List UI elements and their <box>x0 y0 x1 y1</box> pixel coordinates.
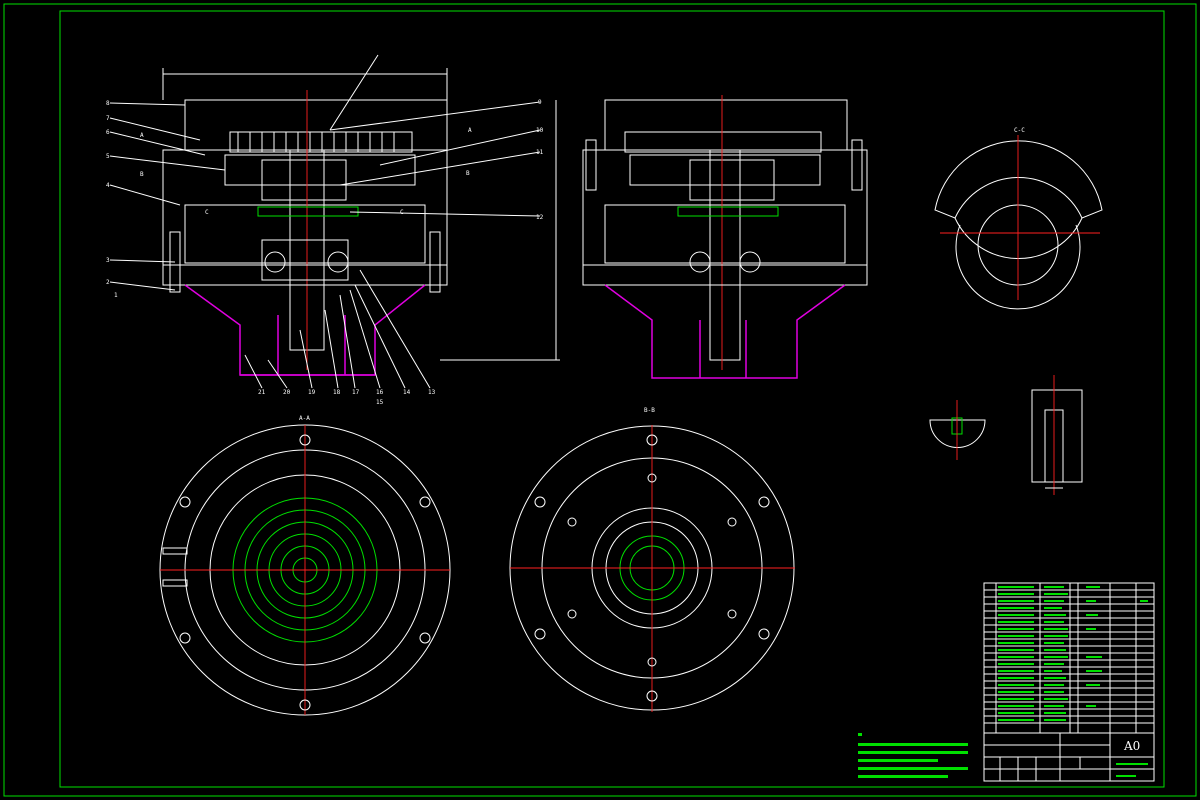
view-label-aa: A-A <box>299 415 310 422</box>
section-mark: C <box>205 209 209 216</box>
part-label: 9 <box>538 99 542 106</box>
part-label: 3 <box>106 257 110 264</box>
part-label: 17 <box>352 389 360 396</box>
part-label: 12 <box>536 214 544 221</box>
part-label: 14 <box>403 389 411 396</box>
part-label: 13 <box>428 389 436 396</box>
title-block: A0 <box>983 732 1155 782</box>
part-label: 18 <box>333 389 341 396</box>
second-section-view <box>582 95 868 379</box>
format-label: A0 <box>1123 739 1140 753</box>
section-mark: B <box>140 171 144 178</box>
section-aa-view: A-A <box>159 415 451 716</box>
part-labels-bottom: 21 20 19 18 17 16 15 14 13 <box>258 389 436 406</box>
section-mark: A <box>468 127 472 134</box>
outer-border <box>3 3 1197 797</box>
section-mark: B <box>466 170 470 177</box>
part-label: 1 <box>114 292 118 299</box>
part-label: 8 <box>106 100 110 107</box>
part-label: 2 <box>106 279 110 286</box>
main-section-view <box>109 54 560 389</box>
section-bb-view: B-B <box>509 407 795 712</box>
part-labels-right: 9 10 11 12 <box>536 99 544 221</box>
view-label-bb: B-B <box>644 407 655 414</box>
inner-border <box>59 10 1165 788</box>
section-mark: C <box>400 209 404 216</box>
part-label: 4 <box>106 182 110 189</box>
part-label: 10 <box>536 127 544 134</box>
parts-list-table <box>983 582 1155 734</box>
part-label: 11 <box>536 149 544 156</box>
part-label: 20 <box>283 389 291 396</box>
part-label: 6 <box>106 129 110 136</box>
part-label: 19 <box>308 389 316 396</box>
part-label: 21 <box>258 389 266 396</box>
section-mark: A <box>140 132 144 139</box>
part-labels-left: 8 7 6 5 4 3 2 1 <box>106 100 118 299</box>
detail-view-small <box>929 375 1083 495</box>
section-marks: A A B B C C <box>140 127 472 216</box>
view-label-cc: C-C <box>1014 127 1025 134</box>
part-label: 5 <box>106 153 110 160</box>
part-label: 16 <box>376 389 384 396</box>
part-label: 15 <box>376 399 384 406</box>
technical-notes <box>858 733 968 778</box>
section-cc-view: C-C <box>934 127 1103 310</box>
part-label: 7 <box>106 115 110 122</box>
